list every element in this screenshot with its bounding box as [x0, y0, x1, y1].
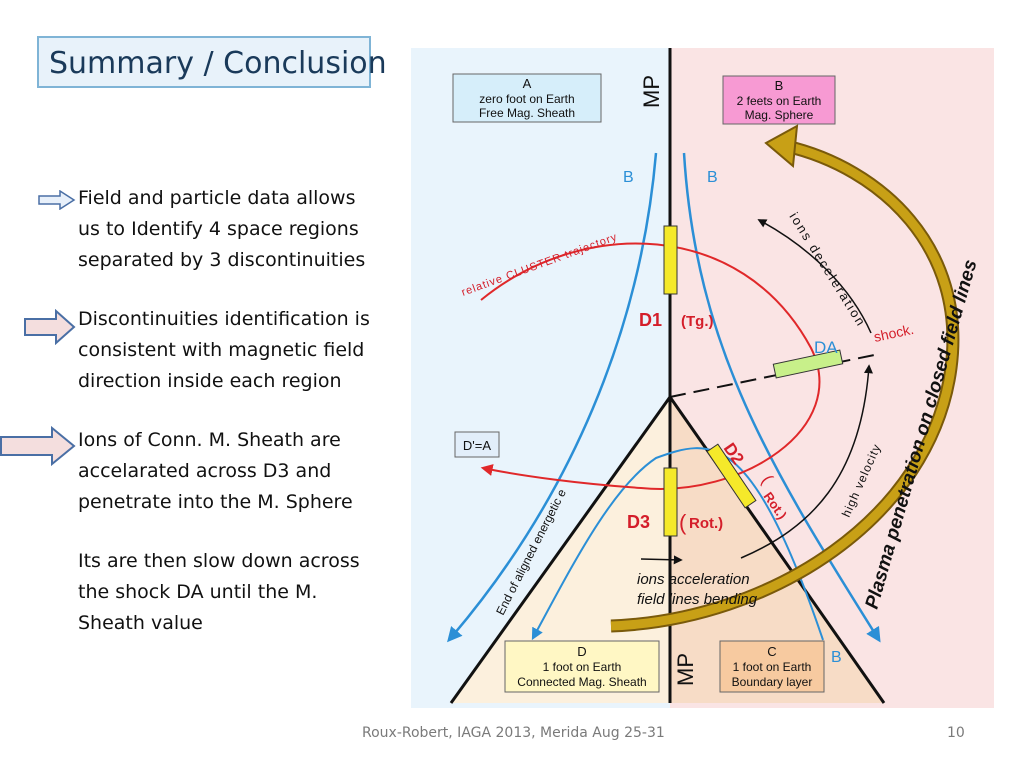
footer-citation: Roux-Robert, IAGA 2013, Merida Aug 25-31 — [362, 725, 665, 741]
d2-bar — [706, 443, 757, 509]
b-bottom-label: B — [831, 649, 842, 666]
region-b-line1: 2 feets on Earth — [737, 94, 822, 108]
bullet-arrow-icon — [38, 190, 76, 210]
field-line-inner — [531, 447, 824, 641]
shock-dashed-line — [669, 353, 880, 398]
field-lines-bending-label: field lines bending — [637, 591, 758, 608]
bullet-line: Discontinuities identification is — [78, 308, 370, 330]
bullet-list: Field and particle data allows us to Ide… — [78, 183, 408, 639]
b-left-label: B — [623, 169, 634, 186]
bullet-line: consistent with magnetic field — [78, 339, 365, 361]
d1-label: D1 — [639, 310, 662, 330]
region-a-line2: Free Mag. Sheath — [479, 106, 575, 120]
d3-boundary-line — [449, 396, 672, 704]
mp-bottom-label: MP — [673, 653, 698, 686]
d3-paren: ( — [679, 510, 687, 535]
da-shock-bar — [772, 349, 844, 379]
region-a-letter: A — [523, 76, 532, 91]
bullet-arrow-icon — [0, 426, 76, 466]
bullet-item: Its are then slow down across the shock … — [78, 546, 408, 639]
cluster-trajectory — [480, 242, 821, 490]
region-a-box — [452, 73, 602, 123]
bullet-line: Field and particle data allows — [78, 187, 356, 209]
region-d-letter: D — [577, 644, 586, 659]
region-c-line1: 1 foot on Earth — [733, 660, 812, 674]
region-b-box — [722, 75, 836, 125]
bullet-item: Ions of Conn. M. Sheath are accelarated … — [78, 425, 408, 518]
region-c-line2: Boundary layer — [732, 675, 813, 689]
region-c-letter: C — [767, 644, 776, 659]
region-d-prime-box — [454, 431, 500, 458]
ions-deceleration-arrow — [757, 219, 872, 334]
mp-top-label: MP — [639, 75, 664, 108]
bullet-line: Ions of Conn. M. Sheath are — [78, 429, 341, 451]
high-velocity-arrow — [740, 364, 873, 559]
region-d-line2: Connected Mag. Sheath — [517, 675, 646, 689]
region-b-letter: B — [775, 78, 784, 93]
plasma-penetration-arrow — [610, 141, 958, 631]
slide-title: Summary / Conclusion — [49, 46, 387, 81]
bullet-line: penetrate into the M. Sphere — [78, 491, 353, 513]
ions-acceleration-label: ions acceleration — [637, 571, 750, 588]
ions-acceleration-arrow — [640, 555, 683, 565]
bullet-arrow-icon — [24, 309, 76, 345]
b-right-label: B — [707, 169, 718, 186]
bullet-line: separated by 3 discontinuities — [78, 249, 366, 271]
bullet-line: Sheath value — [78, 612, 203, 634]
bullet-line: the shock DA until the M. — [78, 581, 318, 603]
bullet-line: accelarated across D3 and — [78, 460, 332, 482]
region-b-line2: Mag. Sphere — [745, 108, 814, 122]
da-label: DA — [814, 338, 838, 357]
d3-type-label: Rot.) — [689, 515, 723, 532]
d3-bar — [663, 467, 678, 537]
title-box: Summary / Conclusion — [37, 36, 387, 88]
d1-type-label: (Tg.) — [681, 313, 713, 330]
bullet-item: Discontinuities identification is consis… — [78, 304, 408, 397]
field-line-right — [682, 152, 881, 643]
region-d-box — [504, 640, 660, 693]
page-number: 10 — [947, 725, 965, 741]
field-line-left — [447, 152, 658, 643]
bullet-line: us to Identify 4 space regions — [78, 218, 359, 240]
bullet-line: Its are then slow down across — [78, 550, 360, 572]
region-c-box — [719, 640, 825, 693]
plasma-penetration-arrowhead — [764, 124, 799, 168]
region-a-line1: zero foot on Earth — [479, 92, 574, 106]
d3-label: D3 — [627, 512, 650, 532]
region-d-prime-label: D'=A — [463, 438, 491, 453]
region-d-line1: 1 foot on Earth — [543, 660, 622, 674]
bullet-line: direction inside each region — [78, 370, 342, 392]
d1-bar — [663, 225, 678, 295]
bullet-item: Field and particle data allows us to Ide… — [78, 183, 408, 276]
magnetopause-diagram: A zero foot on Earth Free Mag. Sheath B … — [411, 48, 994, 708]
